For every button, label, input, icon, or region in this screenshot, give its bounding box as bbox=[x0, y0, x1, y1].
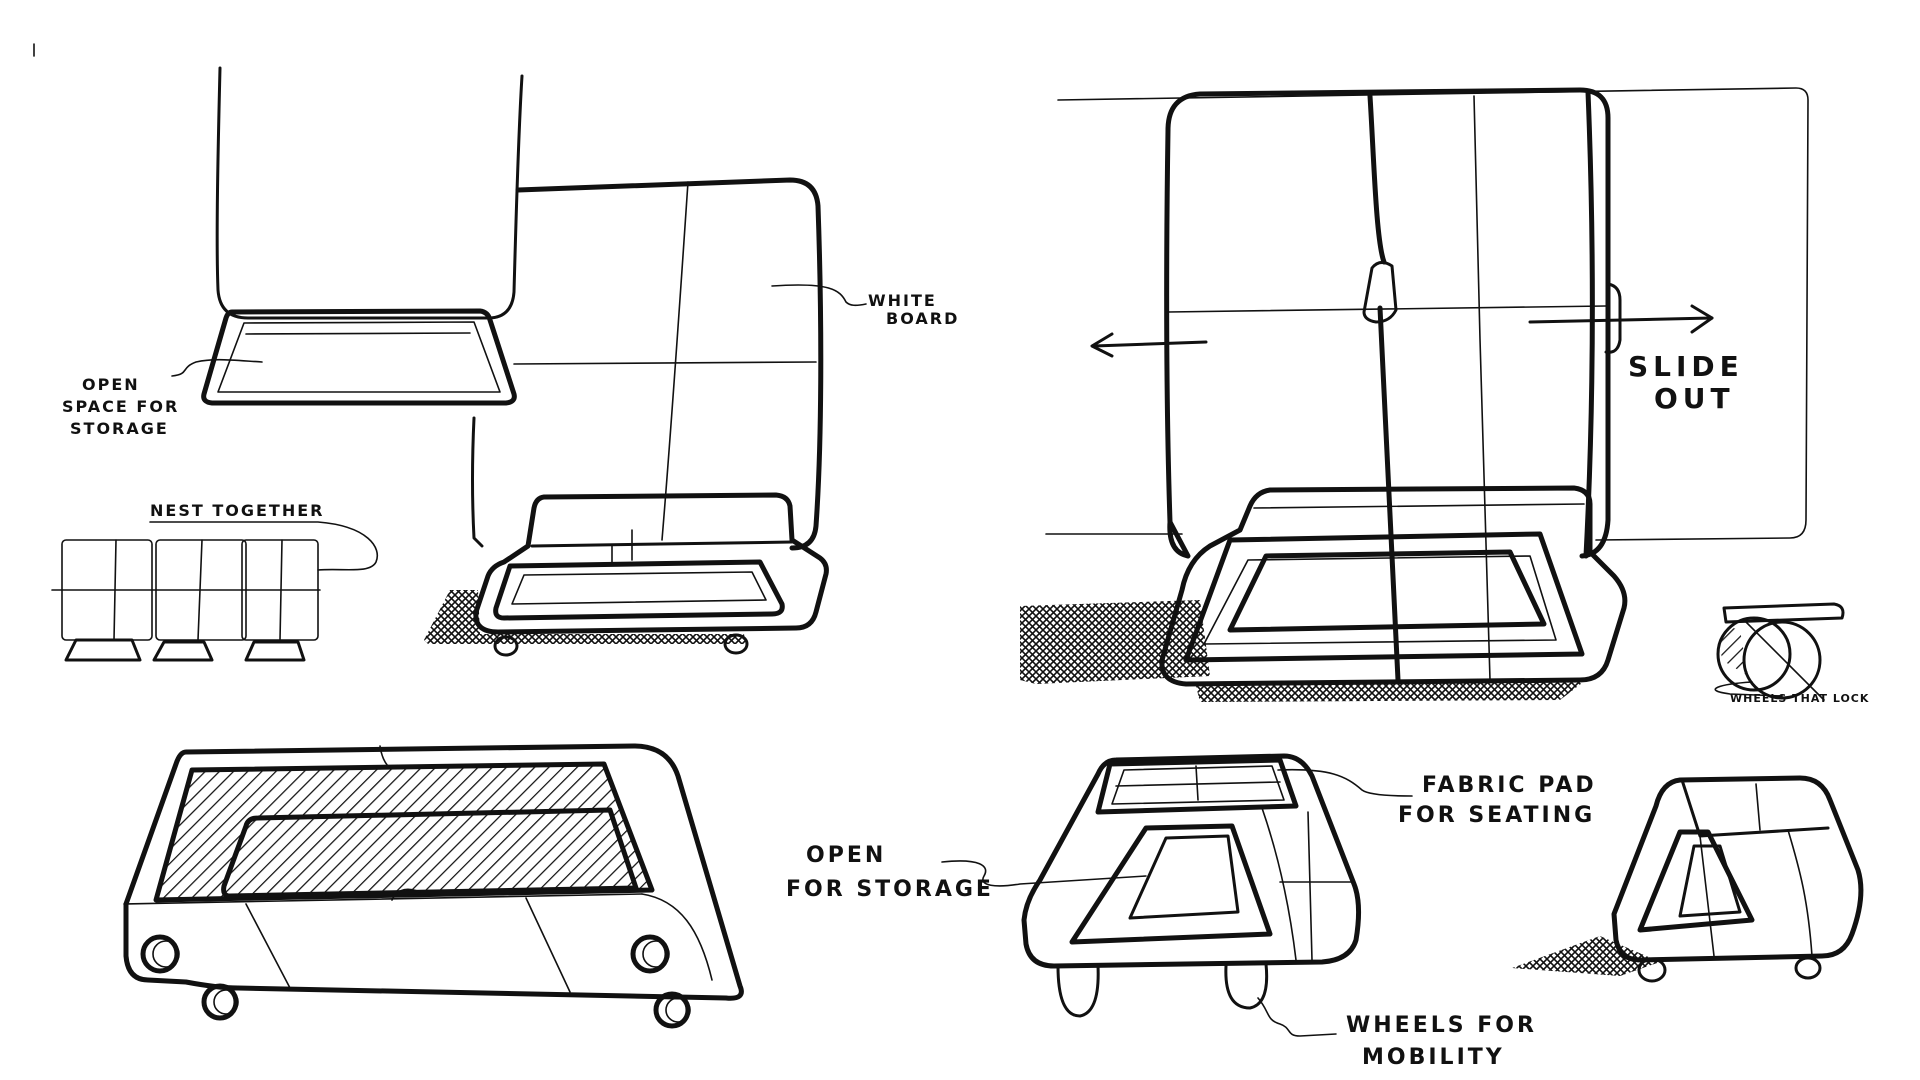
label-open-line1: OPEN bbox=[806, 843, 886, 868]
label-nest-together: NEST TOGETHER bbox=[150, 501, 324, 520]
label-open-space-line1: OPEN bbox=[82, 375, 140, 394]
label-fabric-line1: FABRIC PAD bbox=[1422, 773, 1597, 798]
sketch-nest-together: NEST TOGETHER bbox=[52, 501, 377, 660]
sketch-whiteboard-cart: WHITE BOARD OPEN SPACE FOR STORAGE bbox=[34, 44, 959, 655]
label-slide-out-line1: SLIDE bbox=[1628, 350, 1744, 383]
label-open-line2: FOR STORAGE bbox=[786, 877, 994, 902]
label-whiteboard-line1: WHITE bbox=[868, 291, 937, 310]
label-open-space-line2: SPACE FOR bbox=[62, 397, 179, 416]
small-stool-body bbox=[1614, 778, 1861, 960]
label-wheels-lock: WHEELS THAT LOCK bbox=[1730, 692, 1869, 705]
label-fabric-line2: FOR SEATING bbox=[1398, 803, 1595, 828]
sketch-slide-out: SLIDE OUT WHEELS THAT LOCK bbox=[1020, 88, 1869, 705]
label-open-space-line3: STORAGE bbox=[70, 419, 169, 438]
label-wheels-line2: MOBILITY bbox=[1362, 1045, 1505, 1070]
label-slide-out-line2: OUT bbox=[1654, 382, 1735, 415]
back-panel bbox=[217, 68, 522, 318]
storage-tray bbox=[204, 311, 515, 403]
label-whiteboard-line2: BOARD bbox=[886, 309, 959, 328]
label-wheels-line1: WHEELS FOR bbox=[1346, 1013, 1537, 1038]
sketch-stool: OPEN FOR STORAGE FABRIC PAD FOR SEATING … bbox=[786, 756, 1597, 1070]
sketch-long-bench bbox=[124, 746, 741, 1026]
